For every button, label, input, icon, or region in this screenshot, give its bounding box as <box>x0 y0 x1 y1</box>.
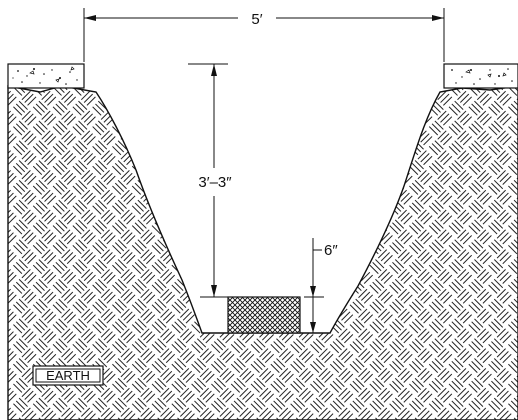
depth-dimension <box>188 63 228 298</box>
bedding-dimension <box>304 238 324 333</box>
bedding-label: 6″ <box>324 242 338 259</box>
bedding-block <box>227 296 301 334</box>
earth-label: EARTH <box>46 368 90 383</box>
width-dimension <box>83 8 445 62</box>
earth-tag: EARTH <box>32 365 104 386</box>
width-label: 5′ <box>251 11 262 28</box>
left-pavement-slab <box>7 63 85 89</box>
depth-label: 3′–3″ <box>198 174 232 191</box>
earth-mass <box>7 85 518 420</box>
right-pavement-slab <box>443 63 518 89</box>
